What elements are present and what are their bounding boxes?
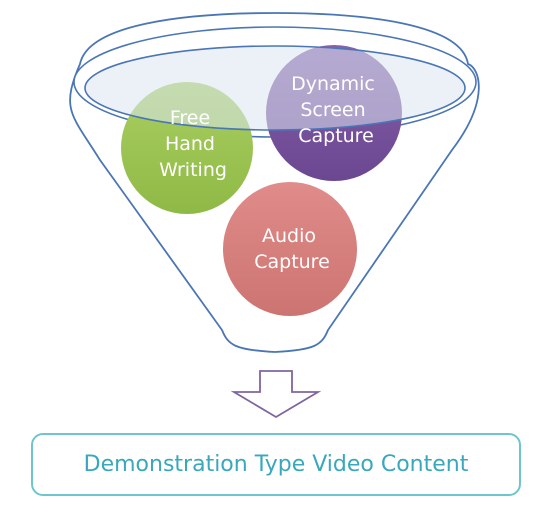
dynamic-screen-capture-line: Dynamic (291, 73, 375, 95)
audio-capture-line: Capture (254, 251, 330, 273)
result-box: Demonstration Type Video Content (31, 433, 521, 496)
dynamic-screen-capture-line: Capture (298, 125, 374, 147)
free-hand-writing-line: Hand (165, 133, 215, 155)
funnel-liquid-surface (84, 45, 466, 131)
result-label: Demonstration Type Video Content (83, 452, 469, 477)
free-hand-writing-label: Free Hand Writing (159, 107, 227, 181)
free-hand-writing-line: Free (170, 107, 210, 129)
free-hand-writing-line: Writing (159, 159, 227, 181)
down-arrow-icon (230, 370, 322, 419)
audio-capture-line: Audio (262, 225, 316, 247)
audio-capture-circle (223, 182, 357, 316)
audio-capture-label: Audio Capture (254, 225, 330, 273)
dynamic-screen-capture-line: Screen (300, 99, 365, 121)
dynamic-screen-capture-label: Dynamic Screen Capture (291, 73, 381, 147)
